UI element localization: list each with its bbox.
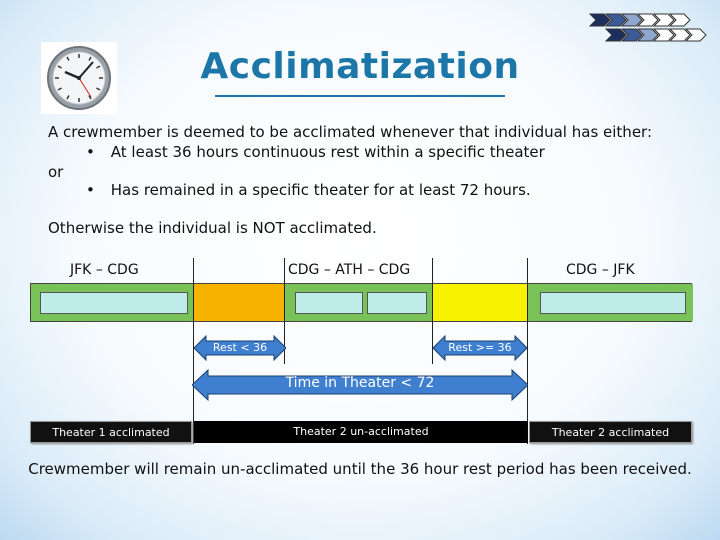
divider-line-1 — [193, 258, 194, 444]
or-text: or — [48, 163, 64, 181]
title-underline — [215, 95, 505, 97]
clock-image — [41, 42, 117, 114]
rest-over-36-label: Rest >= 36 — [448, 341, 512, 354]
state-theater2-unacclimated: Theater 2 un-acclimated — [194, 421, 528, 443]
flight-box-1 — [40, 292, 188, 314]
bullet-item-1: • At least 36 hours continuous rest with… — [86, 142, 545, 162]
flight-box-3 — [367, 292, 427, 314]
bullet-text-1: At least 36 hours continuous rest within… — [110, 143, 545, 161]
divider-line-2 — [284, 258, 285, 364]
state-theater1-acclimated: Theater 1 acclimated — [30, 421, 192, 443]
route-label-3: CDG – JFK — [566, 262, 635, 278]
divider-line-3 — [432, 258, 433, 364]
rest-under-36-label: Rest < 36 — [212, 341, 268, 354]
bullet-text-2: Has remained in a specific theater for a… — [110, 181, 531, 199]
clock-icon — [47, 46, 111, 110]
footer-text: Crewmember will remain un-acclimated unt… — [28, 460, 692, 478]
state-theater2-acclimated: Theater 2 acclimated — [529, 421, 692, 443]
time-in-theater-arrow — [192, 369, 528, 401]
time-in-theater-label: Time in Theater < 72 — [285, 375, 435, 391]
page-title: Acclimatization — [200, 46, 520, 87]
flight-box-2 — [295, 292, 363, 314]
segment-orange — [194, 284, 285, 321]
segment-yellow — [433, 284, 527, 321]
rest-over-36-arrow — [433, 335, 527, 361]
route-label-1: JFK – CDG — [70, 262, 139, 278]
timeline-bar — [30, 283, 693, 322]
divider-line-4 — [527, 258, 528, 444]
rest-under-36-arrow — [194, 335, 286, 361]
route-label-2: CDG – ATH – CDG — [288, 262, 411, 278]
bullet-icon: • — [86, 143, 95, 161]
bullet-item-2: • Has remained in a specific theater for… — [86, 180, 531, 200]
chevron-logo — [588, 13, 707, 42]
flight-box-4 — [540, 292, 686, 314]
bullet-icon: • — [86, 181, 95, 199]
otherwise-text: Otherwise the individual is NOT acclimat… — [48, 219, 377, 237]
intro-text: A crewmember is deemed to be acclimated … — [48, 123, 652, 141]
